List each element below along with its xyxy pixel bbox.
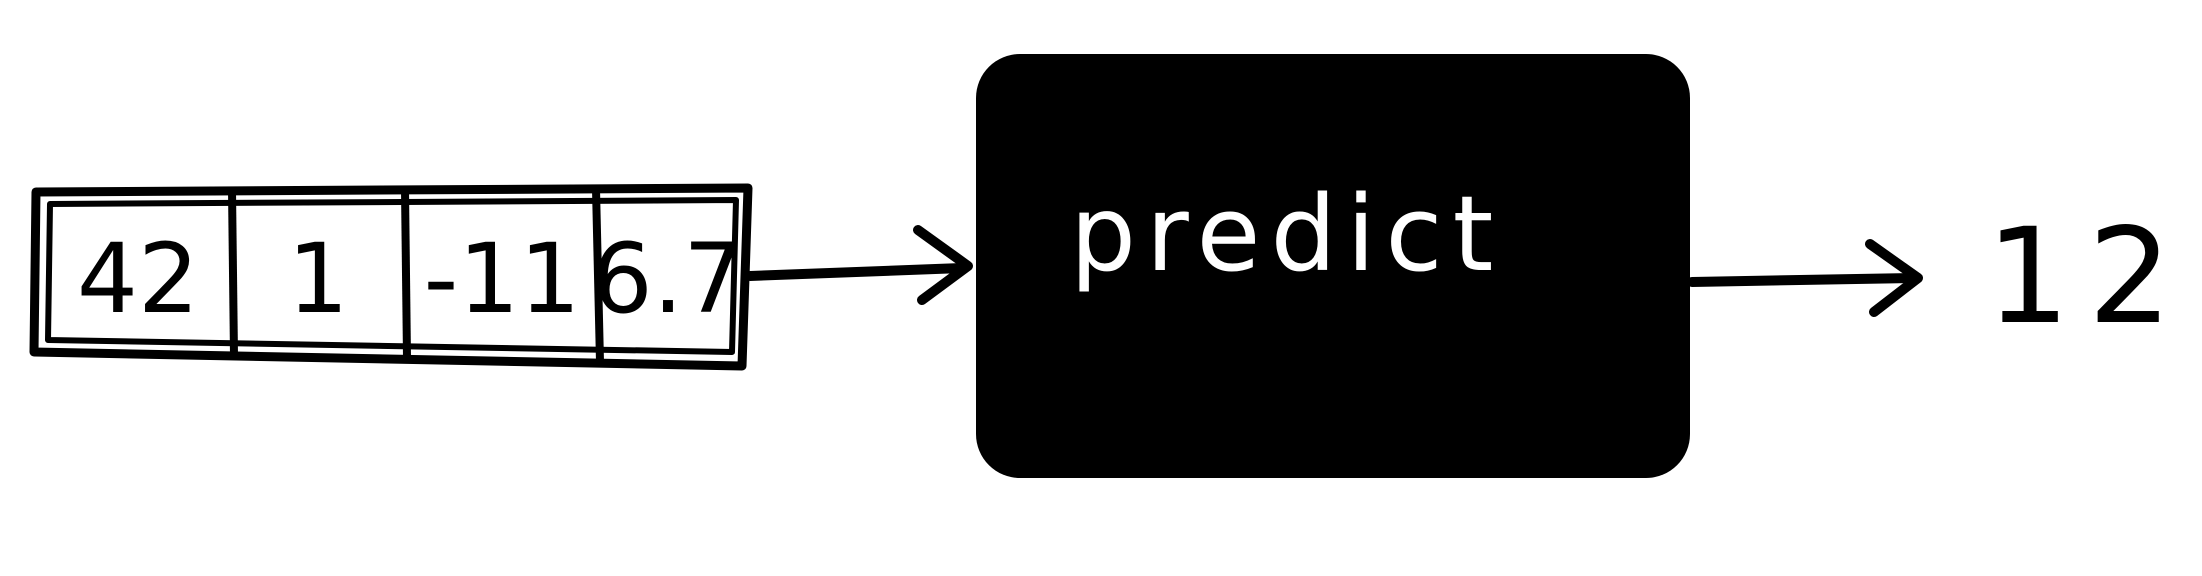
- cell-divider: [401, 189, 411, 359]
- input-array-frame: [29, 183, 753, 371]
- arrow-head: [913, 225, 973, 305]
- arrow-to-output: [1687, 239, 1923, 317]
- cell-divider: [228, 189, 238, 357]
- model-box-body: [976, 54, 1690, 478]
- input-cell: 6.7: [592, 223, 745, 335]
- input-cell: -11: [424, 223, 581, 335]
- output-value: 12: [1986, 200, 2190, 354]
- cell-divider: [592, 188, 604, 363]
- model-box: predict: [976, 54, 1690, 478]
- input-array-inner-frame: [45, 197, 739, 355]
- arrow-shaft: [1687, 273, 1915, 287]
- input-cell: 1: [287, 223, 348, 335]
- arrow-shaft: [745, 263, 967, 281]
- input-cell: 42: [77, 223, 199, 335]
- arrow-head: [1865, 239, 1923, 317]
- input-array: 42 1 -11 6.7: [29, 183, 753, 371]
- arrow-to-model: [745, 225, 973, 305]
- model-box-label: predict: [1070, 173, 1503, 295]
